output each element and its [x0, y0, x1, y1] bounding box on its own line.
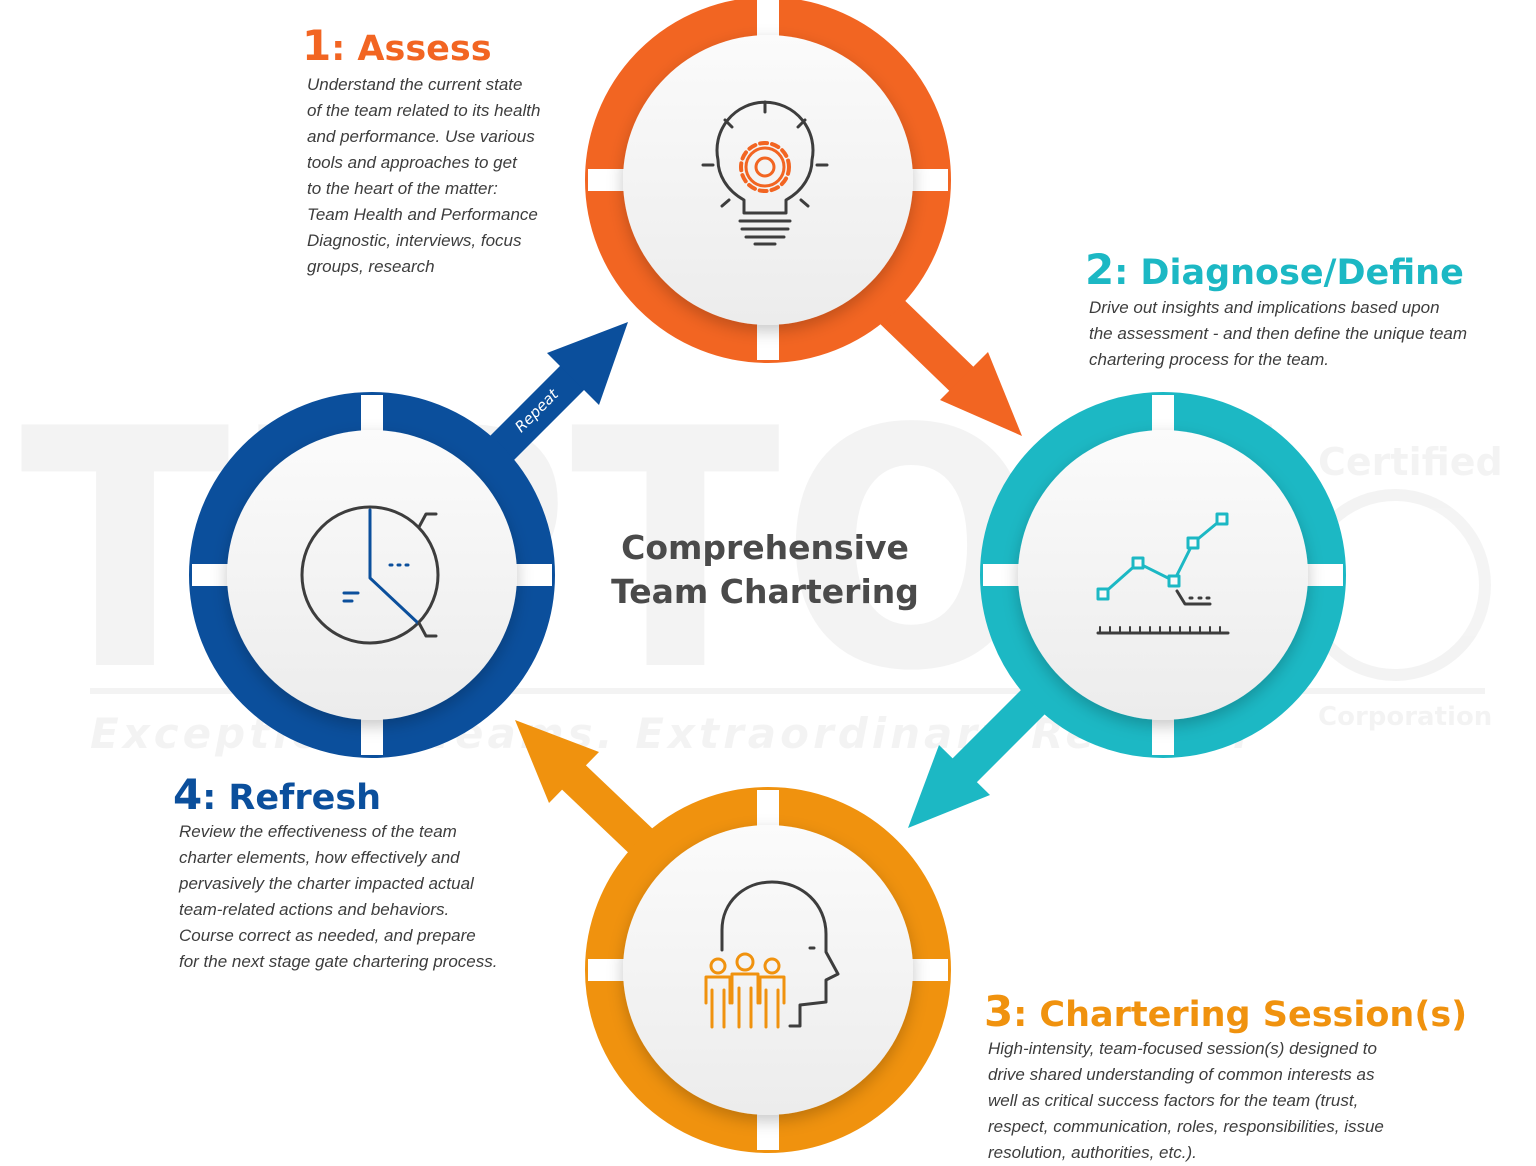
step-number: 3 [984, 987, 1014, 1036]
desc-line: tools and approaches to get [307, 153, 517, 172]
circle-refresh [189, 392, 555, 758]
desc-line: respect, communication, roles, responsib… [988, 1117, 1384, 1136]
desc-line: groups, research [307, 257, 435, 276]
step-label: : Refresh [202, 778, 382, 818]
step-chartering-title: 3: Chartering Session(s) [984, 991, 1468, 1036]
desc-line: Understand the current state [307, 75, 523, 94]
watermark-corporation: Corporation [1318, 702, 1492, 732]
lightbulb-gear-icon [701, 100, 829, 246]
desc-line: chartering process for the team. [1089, 350, 1330, 369]
line-chart-icon [1096, 512, 1230, 635]
step-chartering-description: High-intensity, team-focused session(s) … [988, 1036, 1458, 1166]
desc-line: of the team related to its health [307, 101, 541, 120]
center-title-line1: Comprehensive [621, 528, 909, 567]
center-title: Comprehensive Team Chartering [560, 526, 970, 614]
step-assess-title: 1: Assess [302, 25, 492, 70]
arrow-assess-to-diagnose [873, 292, 1022, 436]
step-diagnose-title: 2: Diagnose/Define [1085, 249, 1464, 294]
desc-line: pervasively the charter impacted actual [179, 874, 474, 893]
step-number: 1 [302, 21, 332, 70]
desc-line: for the next stage gate chartering proce… [179, 952, 498, 971]
desc-line: the assessment - and then define the uni… [1089, 324, 1468, 343]
step-refresh-description: Review the effectiveness of the team cha… [179, 819, 569, 975]
circle-chartering-sessions [585, 787, 951, 1153]
desc-line: Team Health and Performance [307, 205, 538, 224]
head-team-icon [704, 880, 840, 1029]
desc-line: drive shared understanding of common int… [988, 1065, 1375, 1084]
arrow-chartering-to-refresh [515, 720, 657, 858]
circle-assess [585, 0, 951, 363]
desc-line: Drive out insights and implications base… [1089, 298, 1440, 317]
desc-line: and performance. Use various [307, 127, 535, 146]
desc-line: Course correct as needed, and prepare [179, 926, 476, 945]
step-number: 4 [173, 770, 203, 819]
watermark-certified: Certified [1318, 440, 1503, 484]
desc-line: High-intensity, team-focused session(s) … [988, 1039, 1377, 1058]
clock-chart-icon [300, 505, 440, 645]
step-number: 2 [1085, 245, 1115, 294]
desc-line: team-related actions and behaviors. [179, 900, 450, 919]
step-label: : Chartering Session(s) [1013, 995, 1468, 1035]
step-label: : Assess [331, 29, 492, 69]
desc-line: charter elements, how effectively and [179, 848, 460, 867]
desc-line: to the heart of the matter: [307, 179, 498, 198]
center-title-line2: Team Chartering [611, 572, 919, 611]
step-refresh-title: 4: Refresh [173, 774, 382, 819]
desc-line: Diagnostic, interviews, focus [307, 231, 522, 250]
step-diagnose-description: Drive out insights and implications base… [1089, 295, 1529, 373]
step-assess-description: Understand the current state of the team… [307, 72, 597, 280]
desc-line: Review the effectiveness of the team [179, 822, 457, 841]
desc-line: resolution, authorities, etc.). [988, 1143, 1197, 1162]
step-label: : Diagnose/Define [1114, 253, 1464, 293]
arrow-diagnose-to-chartering [908, 687, 1048, 828]
desc-line: well as critical success factors for the… [988, 1091, 1359, 1110]
circle-diagnose-define [980, 392, 1346, 758]
